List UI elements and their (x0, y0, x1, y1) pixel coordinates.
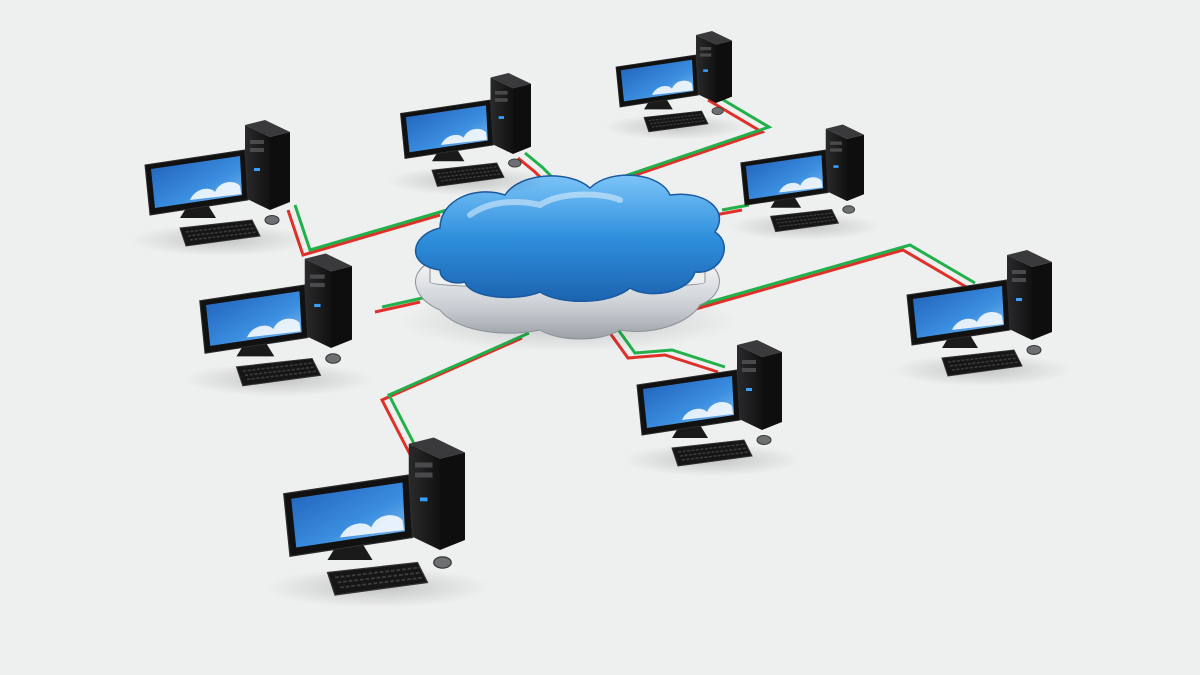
tower-icon (408, 437, 465, 550)
mouse-icon (711, 107, 724, 116)
cloud-icon (398, 174, 738, 352)
cable-green-6 (381, 295, 428, 309)
desktop-computer-8 (265, 437, 490, 608)
keyboard-icon (769, 209, 840, 233)
cable-green-1 (293, 204, 448, 252)
desktop-computer-6 (184, 253, 373, 397)
desktop-computer-2 (387, 73, 549, 196)
monitor-icon (283, 474, 414, 560)
keyboard-icon (235, 357, 322, 387)
monitor-icon (199, 284, 309, 357)
keyboard-icon (179, 219, 261, 247)
cable-green-4 (721, 203, 750, 212)
tower-icon (304, 253, 352, 348)
keyboard-icon (431, 162, 505, 187)
monitor-icon (400, 99, 494, 162)
monitor-icon (906, 279, 1011, 348)
keyboard-icon (326, 561, 429, 596)
mouse-icon (325, 353, 341, 364)
tower-icon (825, 124, 864, 201)
cable-green-3 (621, 93, 773, 179)
mouse-icon (508, 158, 522, 168)
computers-layer (130, 31, 1072, 608)
monitor-icon (636, 369, 741, 438)
mouse-icon (756, 435, 772, 445)
mouse-icon (264, 215, 280, 225)
monitor-icon (615, 54, 699, 110)
desktop-computer-4 (728, 124, 881, 241)
desktop-computer-1 (130, 120, 310, 256)
cable-red-6 (374, 300, 421, 314)
mouse-icon (1026, 345, 1042, 355)
monitor-icon (144, 149, 249, 218)
tower-icon (490, 73, 531, 154)
desktop-computer-7 (622, 340, 802, 476)
tower-icon (245, 120, 290, 210)
mouse-icon (842, 205, 856, 214)
cable-green-5 (691, 243, 976, 309)
cable-green-8 (386, 331, 530, 466)
cable-red-8 (379, 336, 523, 471)
tower-icon (696, 31, 732, 103)
keyboard-icon (643, 110, 709, 133)
desktop-computer-5 (892, 250, 1072, 386)
cable-red-1 (286, 209, 441, 257)
mouse-icon (433, 556, 452, 569)
cable-red-3 (614, 98, 766, 184)
cloud-highlight (467, 191, 623, 218)
cable-red-5 (684, 248, 969, 314)
desktop-computer-3 (604, 31, 748, 140)
tower-icon (737, 340, 782, 430)
tower-icon (1007, 250, 1052, 340)
keyboard-icon (671, 439, 753, 467)
keyboard-icon (941, 349, 1023, 377)
monitor-icon (740, 149, 829, 208)
